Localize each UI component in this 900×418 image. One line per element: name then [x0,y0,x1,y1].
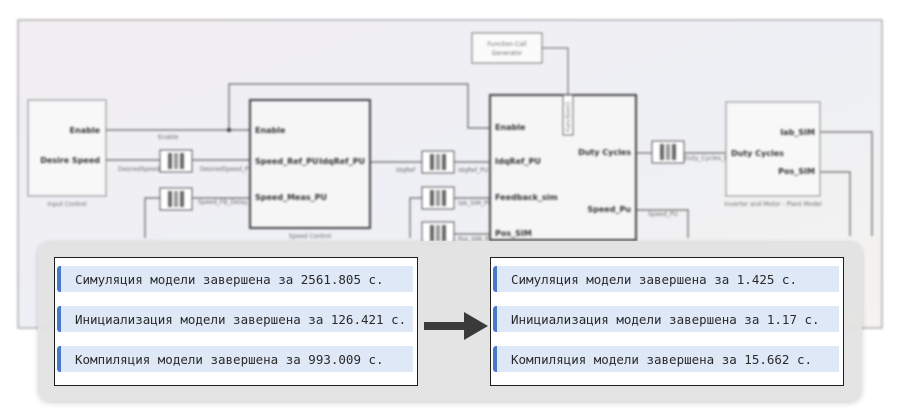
timing-after-panel: Симуляция модели завершена за 1.425 с. И… [490,257,844,386]
current-control-block: Function() Enable IdqRef_PU Feedback_sim… [489,94,637,241]
message-compilation-before: Компиляция модели завершена за 993.009 с… [57,346,413,372]
input-control-caption: Input Control [47,201,86,208]
speed-port-ref: Speed_Ref_PU [255,157,319,166]
speed-control-caption: Speed Control [289,233,332,240]
foc-port-enable: Enable [495,123,526,132]
rate-transition-blocks [159,140,685,245]
message-simulation-before: Симуляция модели завершена за 2561.805 с… [57,266,413,292]
message-text: Компиляция модели завершена за 15.662 с. [511,351,813,367]
arrow-right-icon [424,312,488,340]
message-compilation-after: Компиляция модели завершена за 15.662 с. [493,346,839,372]
wire-label-idqref-pu: IdqRef_PU [458,167,488,174]
foc-port-speed: Speed_Pu [587,205,631,214]
message-text: Инициализация модели завершена за 126.42… [75,311,407,327]
foc-port-pos: Pos_SIM [495,229,532,238]
inverter-motor-block: Duty Cycles Iab_SIM Pos_SIM Inverter and… [724,101,822,208]
wire-label-speed-pu: Speed_PU [648,211,678,218]
message-text: Симуляция модели завершена за 2561.805 с… [75,271,384,287]
inverter-port-iab: Iab_SIM [780,128,815,137]
wire-label-pos: Pos_SIM_PU [458,236,493,243]
wire-label-desired-speed: DesiredSpeed [118,166,160,173]
message-simulation-after: Симуляция модели завершена за 1.425 с. [493,266,839,292]
function-call-generator-block: Function-Call Generator [471,32,543,64]
speed-port-enable: Enable [255,126,286,135]
foc-port-duty: Duty Cycles [578,148,631,157]
wire-label-speed-fb: Speed_FB_Delay_PU [198,199,259,206]
message-text: Симуляция модели завершена за 1.425 с. [511,271,797,287]
message-text: Инициализация модели завершена за 1.17 с… [511,311,820,327]
wire-label-duty: Duty_Cycles_PU [684,155,732,162]
message-initialization-before: Инициализация модели завершена за 126.42… [57,306,413,332]
foc-port-feedback: Feedback_sim [495,193,558,202]
timing-comparison-overlay: Симуляция модели завершена за 2561.805 с… [38,241,862,401]
speed-control-block: Enable Speed_Ref_PU Speed_Meas_PU IdqRef… [249,99,371,240]
foc-port-idqref: IdqRef_PU [495,157,541,166]
inverter-port-pos: Pos_SIM [778,167,815,176]
message-initialization-after: Инициализация модели завершена за 1.17 с… [493,306,839,332]
speed-port-meas: Speed_Meas_PU [255,193,327,202]
inverter-port-duty: Duty Cycles [731,149,784,158]
wire-label-iab: Iab_SIM_PU [458,200,492,207]
function-call-label-2: Generator [492,50,523,57]
foc-port-function: Function() [565,102,572,132]
message-text: Компиляция модели завершена за 993.009 с… [75,351,384,367]
input-port-desire-speed: Desire Speed [40,156,100,165]
wire-label-desired-speed-pu: DesiredSpeed_PU [200,166,253,173]
input-port-enable: Enable [70,126,101,135]
speed-port-idqref: IdqRef_PU [319,157,365,166]
input-control-block: Enable Desire Speed Input Control [27,99,107,208]
timing-before-panel: Симуляция модели завершена за 2561.805 с… [54,257,418,386]
inverter-caption: Inverter and Motor - Plant Model [724,201,822,208]
wire-label-enable: Enable [158,134,179,141]
function-call-label-1: Function-Call [488,41,527,48]
wire-label-idqref: IdqRef [396,167,416,174]
